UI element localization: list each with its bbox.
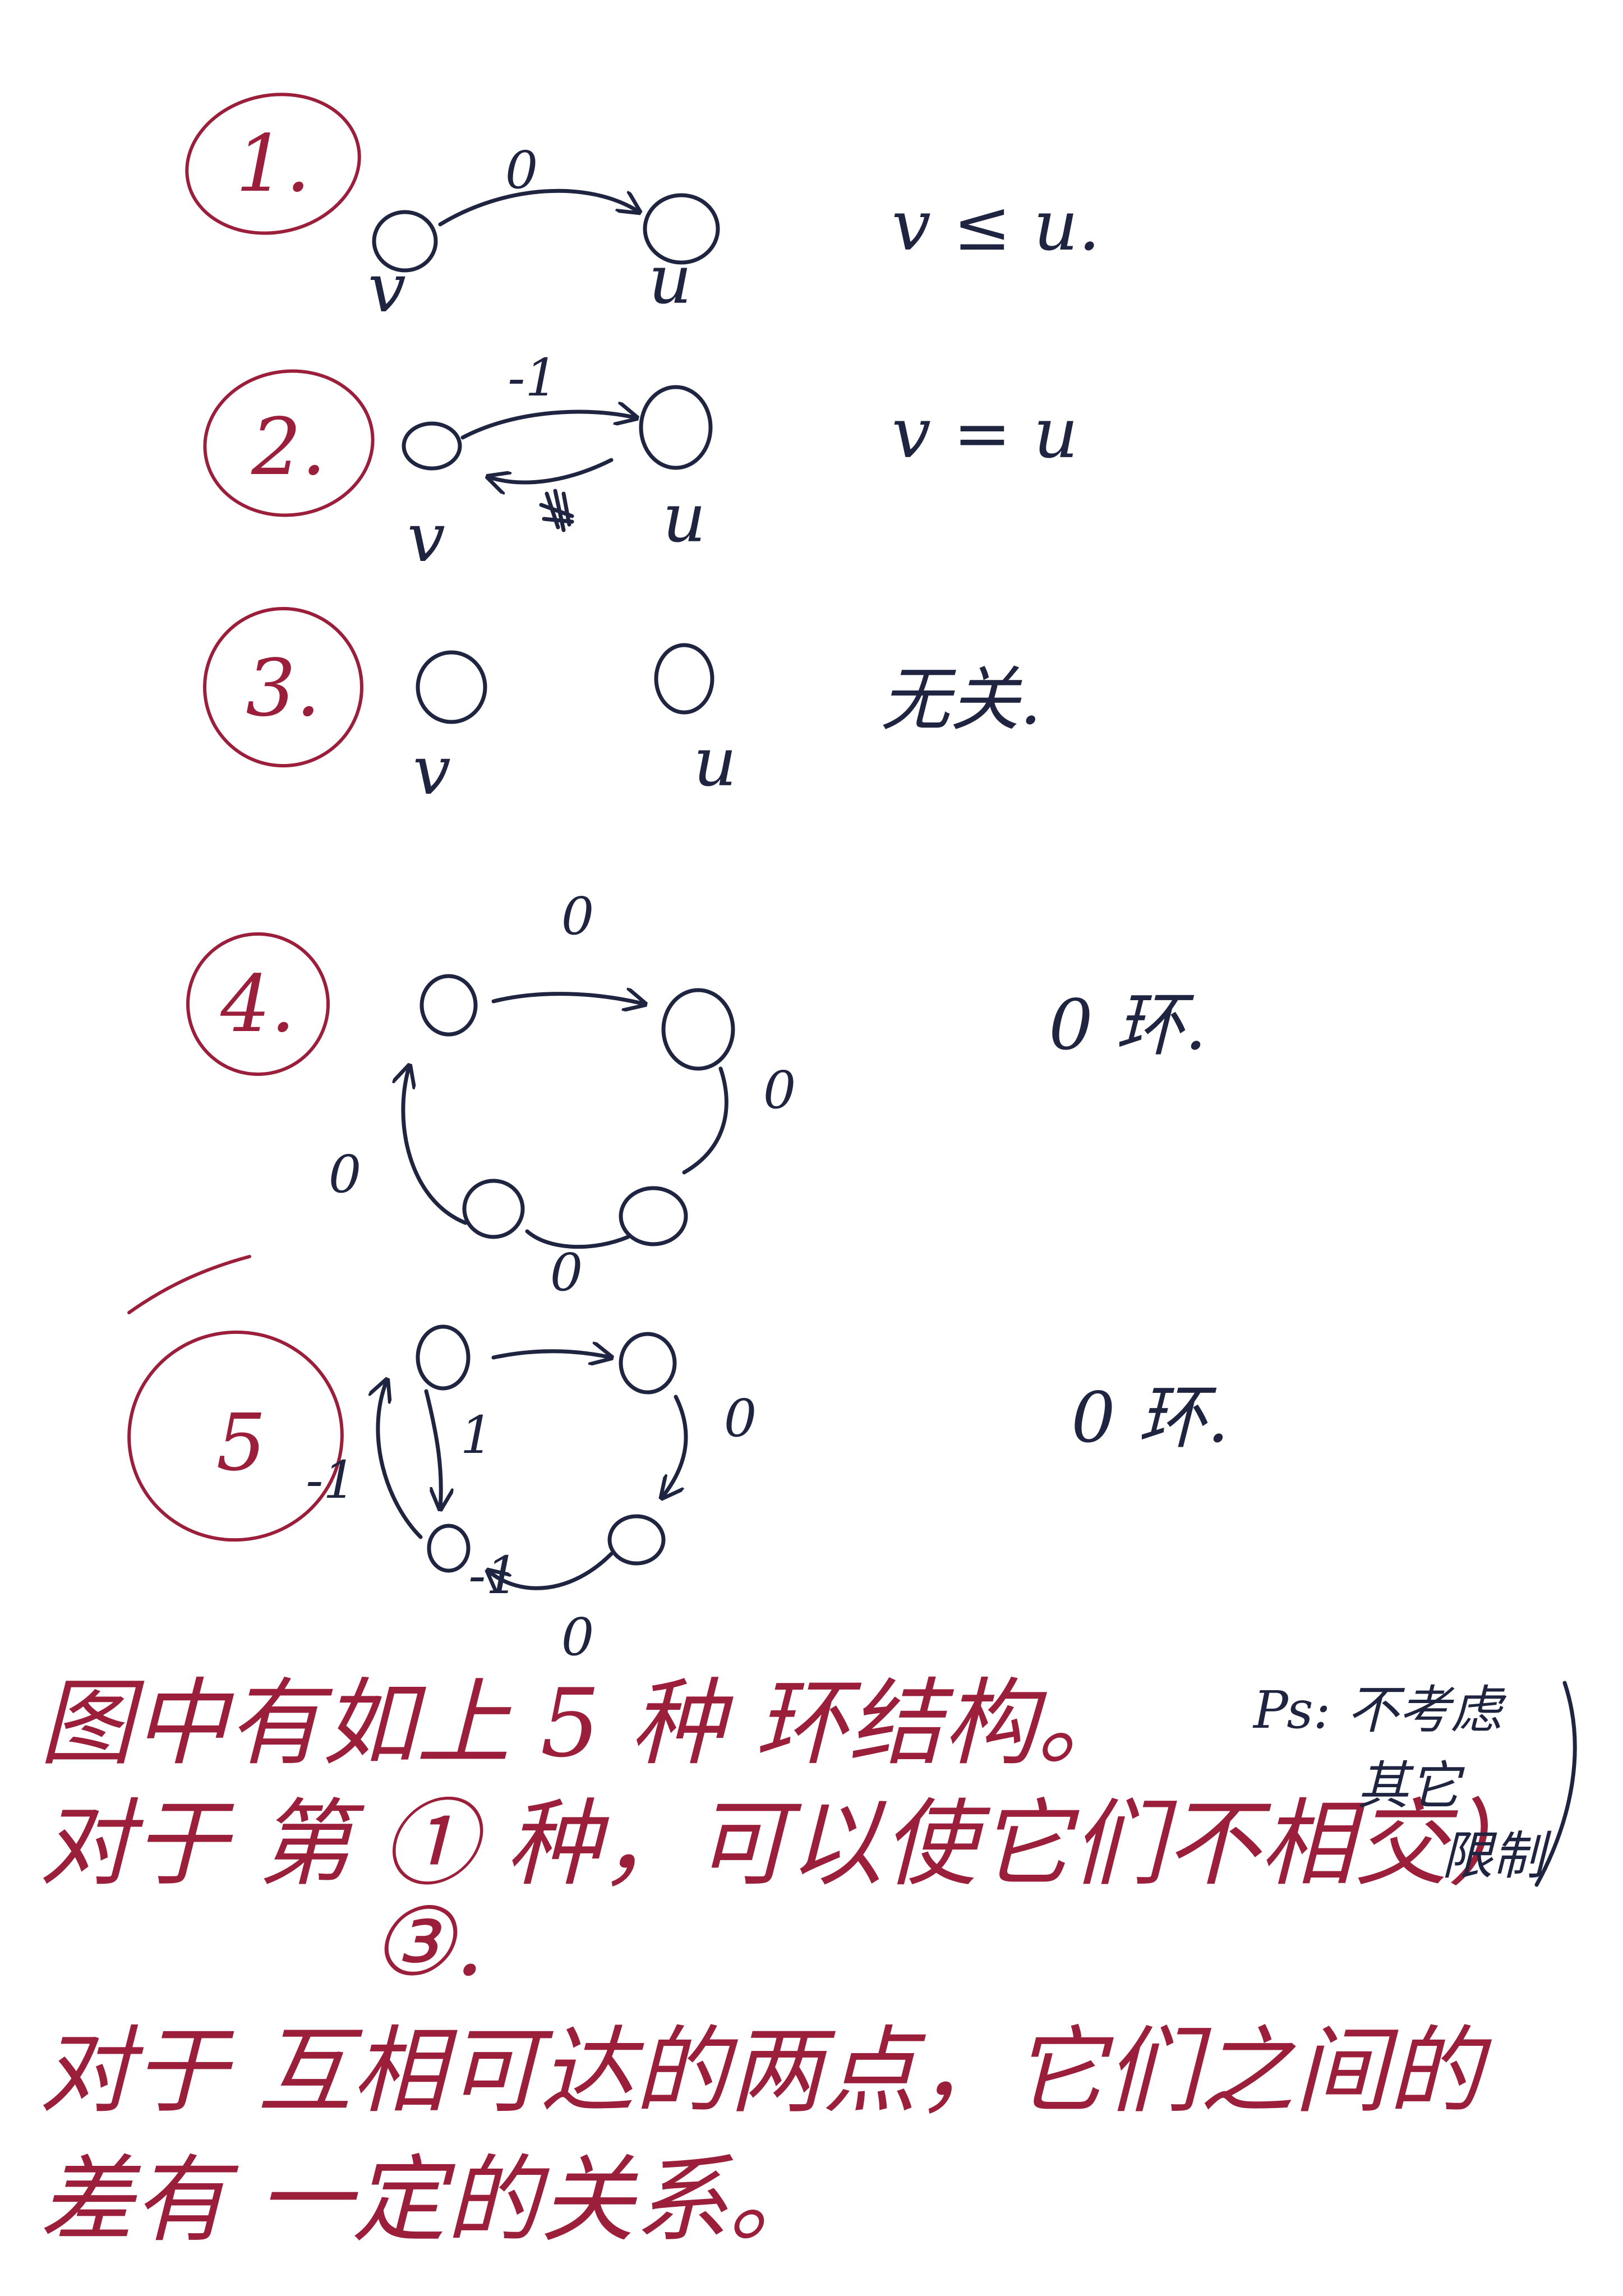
node-label-u: u (693, 724, 736, 802)
case-number: 4. (220, 959, 296, 1050)
node-u (639, 385, 713, 470)
ps-line: 其它 (1357, 1756, 1465, 1816)
ps-bracket (1534, 1681, 1577, 1887)
node-label-u: u (662, 480, 706, 558)
node-v (402, 421, 462, 471)
notes: 图中有如上 5 种 环结构。 对于 第 ① 种，可以使它们不相交） ③. 对于 … (39, 1668, 1542, 2255)
cycle-node (419, 974, 478, 1037)
edge (491, 1351, 611, 1358)
edge-label: 0 (724, 1388, 757, 1448)
edge (488, 1552, 614, 1588)
edge-label: -1 (306, 1450, 356, 1510)
edge-label: -1 (508, 348, 558, 408)
case-5: 5 0 0 0 -1 1 -1 0 环. (127, 1243, 1229, 1667)
case-number-mark (127, 1255, 251, 1314)
note-line-3: 对于 互相可达的两点，它们之间的 (39, 2016, 1492, 2126)
case-result: 0 环. (1049, 985, 1207, 1066)
edge-v-u (460, 412, 637, 440)
edge-label: 0 (561, 886, 594, 946)
ps-line: 限制 (1441, 1826, 1552, 1886)
case-3: 3. v u 无关. (203, 607, 1041, 810)
edge-label: 0 (505, 140, 538, 200)
note-line-2: 对于 第 ① 种，可以使它们不相交） (39, 1789, 1542, 1899)
edge-label: 0 (329, 1144, 362, 1204)
cycle-node (416, 1324, 471, 1391)
case-result: 无关. (880, 660, 1041, 740)
cycle-node (607, 1514, 666, 1566)
edge-label: -1 (468, 1545, 519, 1605)
case-number: 1. (236, 118, 311, 210)
node-label-u: u (648, 241, 691, 319)
edge-v-u (438, 188, 639, 227)
edge-label: 0 (550, 1243, 583, 1303)
node-u (654, 643, 714, 715)
note-line-1: 图中有如上 5 种 环结构。 (39, 1668, 1131, 1778)
case-number-circle (186, 932, 330, 1076)
edge (424, 1389, 441, 1509)
cycle-node (619, 1186, 688, 1246)
case-4: 4. 0 0 0 0 环. (186, 886, 1207, 1249)
node-u (643, 193, 720, 265)
cycle-node (427, 1524, 471, 1573)
note-line-2-extra: ③. (370, 1887, 485, 1997)
edge (682, 1066, 728, 1175)
cycle-node (619, 1332, 677, 1395)
edge (378, 1380, 423, 1539)
node-label-v: v (407, 499, 445, 577)
case-number: 2. (251, 402, 326, 493)
cycle-node (462, 1179, 525, 1239)
case-result: v ≤ u. (892, 186, 1100, 266)
edge-label: 1 (460, 1405, 494, 1465)
node-label-v: v (413, 732, 451, 810)
node-v (416, 650, 487, 724)
case-number-circle (203, 607, 363, 767)
case-number: 5 (216, 1397, 266, 1489)
case-1: 1. 0 v u v ≤ u. (185, 93, 1100, 328)
node-label-v: v (368, 250, 406, 328)
edge (403, 1066, 468, 1225)
case-result: 0 环. (1071, 1378, 1229, 1458)
edge (662, 1395, 688, 1498)
case-number-circle (185, 93, 361, 235)
node-v (372, 210, 438, 273)
ps-line: Ps: 不考虑 (1252, 1680, 1507, 1740)
case-number-circle (127, 1330, 344, 1542)
case-result: v = u (892, 393, 1078, 474)
edge (525, 1229, 630, 1249)
ps-note: Ps: 不考虑 其它 限制 (1252, 1680, 1577, 1887)
cycle-node (661, 988, 735, 1071)
edge-label: 0 (763, 1060, 796, 1120)
case-number-circle (203, 369, 375, 517)
edge-label: 0 (561, 1607, 594, 1667)
case-number: 3. (246, 643, 321, 734)
edge (491, 994, 645, 1004)
scribble-mark (539, 489, 574, 532)
note-line-4: 差有 一定的关系。 (39, 2145, 823, 2255)
edge-u-v (488, 458, 614, 482)
case-2: 2. -1 v u v = u (203, 348, 1078, 577)
